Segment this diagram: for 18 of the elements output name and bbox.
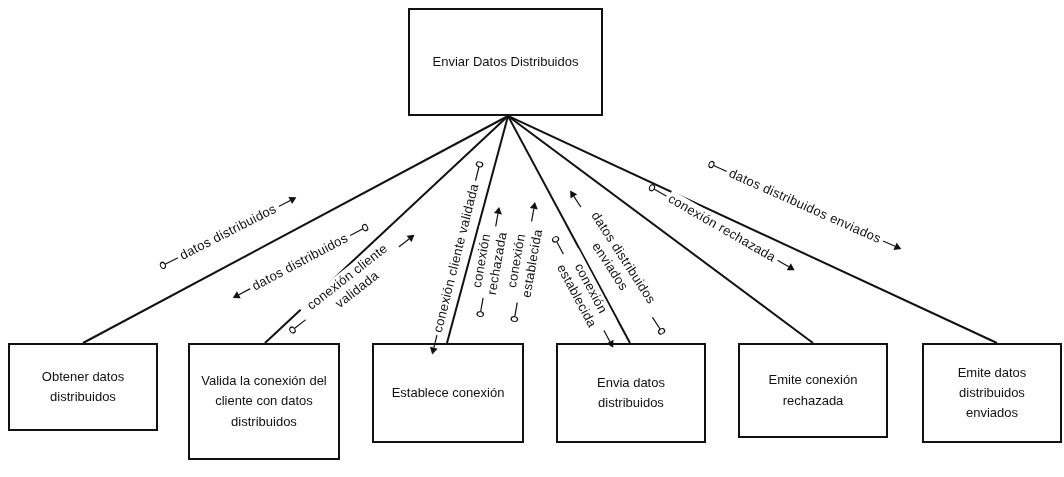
module-label: Valida la conexión del cliente con datos distribuidos (200, 372, 328, 431)
connector-line (507, 115, 631, 344)
connector-line (507, 115, 814, 344)
module-label: Envia datos distribuidos (596, 373, 666, 412)
module-box (738, 343, 888, 438)
module-box (556, 343, 706, 443)
module-box (8, 343, 158, 431)
module-box (922, 343, 1062, 443)
module-label: Enviar Datos Distribuidos (432, 52, 579, 71)
module-box (188, 343, 340, 460)
module-label: Establece conexión (391, 383, 505, 402)
module-box (408, 8, 603, 116)
connector-line (82, 115, 509, 344)
module-label: Obtener datos distribuidos (40, 367, 126, 406)
module-box (372, 343, 524, 443)
module-label: Emite datos distribuidos enviados (956, 363, 1028, 423)
connector-line (446, 115, 509, 344)
module-label: Emite conexión rechazada (767, 371, 859, 410)
